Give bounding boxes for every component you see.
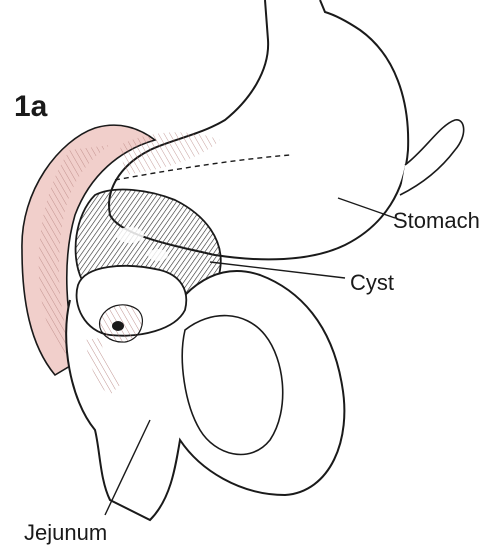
- figure-label: 1a: [14, 92, 47, 122]
- jejunum-label: Jejunum: [24, 522, 107, 544]
- cyst-highlight: [116, 227, 144, 243]
- stomach-fold: [400, 120, 464, 195]
- cyst-label: Cyst: [350, 272, 394, 294]
- cyst-highlight-2: [148, 249, 168, 261]
- anastomosis-dark-center: [112, 321, 124, 331]
- stomach-label: Stomach: [393, 210, 480, 232]
